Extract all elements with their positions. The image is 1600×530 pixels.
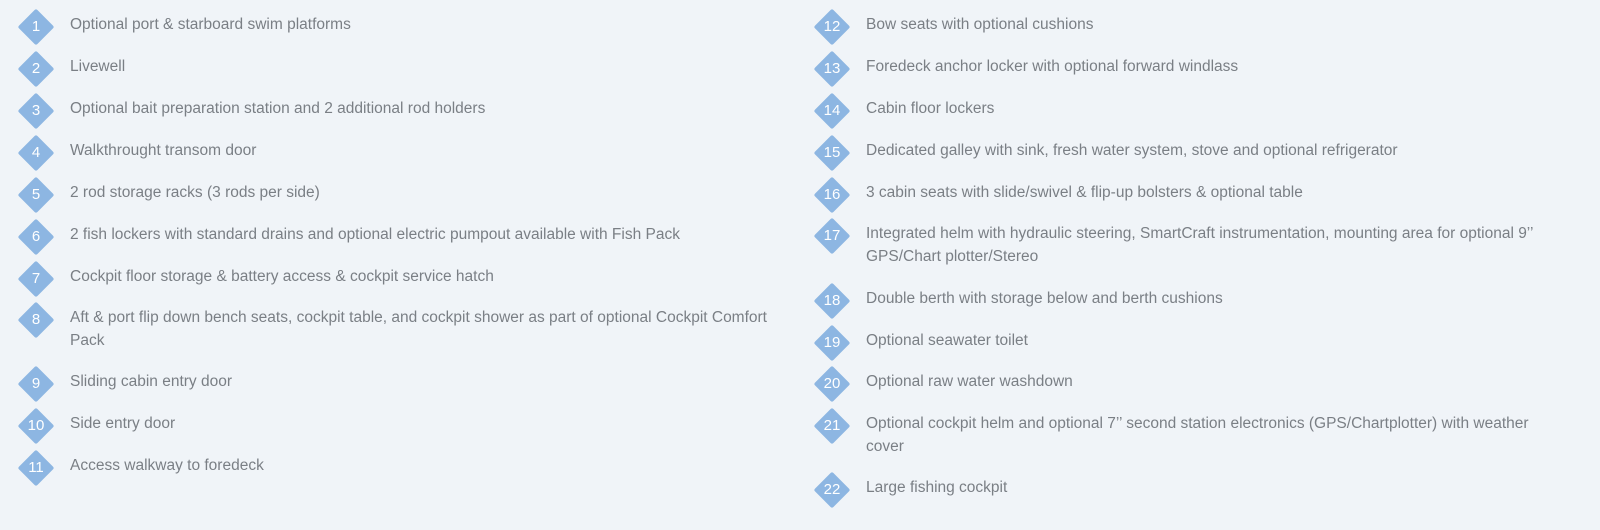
item-label: Double berth with storage below and bert… [866,290,1223,307]
diamond-badge-icon: 4 [16,133,56,173]
item-label: Cabin floor lockers [866,100,995,117]
item-number: 6 [31,228,41,245]
item-number: 9 [31,375,41,392]
list-item: 7 Cockpit floor storage & battery access… [16,260,494,299]
item-number: 14 [823,102,841,119]
item-label: Livewell [70,58,126,75]
list-item: 17 Integrated helm with hydraulic steeri… [812,217,1566,268]
diamond-badge-icon: 14 [812,91,852,131]
diamond-badge-icon: 16 [812,175,852,215]
item-label: Optional raw water washdown [866,373,1073,390]
diamond-badge-icon: 9 [16,364,56,404]
list-item: 6 2 fish lockers with standard drains an… [16,218,680,257]
diamond-badge-icon: 22 [812,470,852,510]
item-number: 7 [31,270,41,287]
diamond-badge-icon: 10 [16,406,56,446]
item-number: 2 [31,60,41,77]
list-item: 18 Double berth with storage below and b… [812,282,1223,321]
diamond-badge-icon: 12 [812,7,852,47]
diamond-badge-icon: 6 [16,217,56,257]
item-number: 4 [31,144,41,161]
item-label: Access walkway to foredeck [70,457,264,474]
item-label: Dedicated galley with sink, fresh water … [866,142,1398,159]
list-item: 5 2 rod storage racks (3 rods per side) [16,176,320,215]
item-number: 16 [823,186,841,203]
diamond-badge-icon: 17 [812,216,852,256]
item-label: 2 fish lockers with standard drains and … [70,226,680,243]
item-label: Sliding cabin entry door [70,373,232,390]
diamond-badge-icon: 1 [16,7,56,47]
list-item: 20 Optional raw water washdown [812,365,1073,404]
item-number: 13 [823,60,841,77]
list-item: 19 Optional seawater toilet [812,324,1028,363]
diamond-badge-icon: 15 [812,133,852,173]
item-label: Foredeck anchor locker with optional for… [866,58,1239,75]
list-item: 2 Livewell [16,50,126,89]
list-item: 21 Optional cockpit helm and optional 7’… [812,407,1566,458]
list-item: 12 Bow seats with optional cushions [812,8,1094,47]
item-label: Side entry door [70,415,176,432]
diamond-badge-icon: 21 [812,406,852,446]
item-number: 17 [823,227,841,244]
item-number: 1 [31,18,41,35]
item-label: Bow seats with optional cushions [866,16,1094,33]
item-label: Integrated helm with hydraulic steering,… [866,225,1533,265]
item-number: 15 [823,144,841,161]
list-item: 13 Foredeck anchor locker with optional … [812,50,1239,89]
diamond-badge-icon: 19 [812,323,852,363]
diamond-badge-icon: 3 [16,91,56,131]
item-number: 22 [823,481,841,498]
diamond-badge-icon: 11 [16,448,56,488]
item-label: Cockpit floor storage & battery access &… [70,268,494,285]
item-number: 20 [823,375,841,392]
list-item: 3 Optional bait preparation station and … [16,92,486,131]
item-number: 8 [31,311,41,328]
item-label: 2 rod storage racks (3 rods per side) [70,184,320,201]
diamond-badge-icon: 13 [812,49,852,89]
feature-column-left: 1 Optional port & starboard swim platfor… [16,8,770,488]
list-item: 22 Large fishing cockpit [812,471,1008,510]
item-number: 11 [28,459,44,476]
diamond-badge-icon: 8 [16,300,56,340]
item-label: Large fishing cockpit [866,479,1008,496]
list-item: 8 Aft & port flip down bench seats, cock… [16,301,770,352]
diamond-badge-icon: 18 [812,281,852,321]
list-item: 16 3 cabin seats with slide/swivel & fli… [812,176,1303,215]
diamond-badge-icon: 5 [16,175,56,215]
item-number: 18 [823,292,841,309]
list-item: 10 Side entry door [16,407,176,446]
list-item: 4 Walkthrought transom door [16,134,257,173]
item-label: Optional port & starboard swim platforms [70,16,351,33]
item-label: Optional bait preparation station and 2 … [70,100,486,117]
list-item: 9 Sliding cabin entry door [16,365,232,404]
item-label: Aft & port flip down bench seats, cockpi… [70,309,767,349]
item-label: Optional cockpit helm and optional 7’’ s… [866,415,1529,455]
item-number: 3 [31,102,41,119]
item-number: 5 [31,186,41,203]
list-item: 14 Cabin floor lockers [812,92,995,131]
item-label: Optional seawater toilet [866,332,1028,349]
list-item: 1 Optional port & starboard swim platfor… [16,8,351,47]
diamond-badge-icon: 20 [812,364,852,404]
list-item: 11 Access walkway to foredeck [16,449,264,488]
item-number: 19 [823,334,841,351]
item-label: Walkthrought transom door [70,142,257,159]
diamond-badge-icon: 2 [16,49,56,89]
item-number: 12 [823,18,841,35]
list-item: 15 Dedicated galley with sink, fresh wat… [812,134,1398,173]
feature-column-right: 12 Bow seats with optional cushions 13 F… [812,0,1600,530]
diamond-badge-icon: 7 [16,259,56,299]
item-label: 3 cabin seats with slide/swivel & flip-u… [866,184,1303,201]
item-number: 21 [823,417,841,434]
item-number: 10 [27,417,45,434]
